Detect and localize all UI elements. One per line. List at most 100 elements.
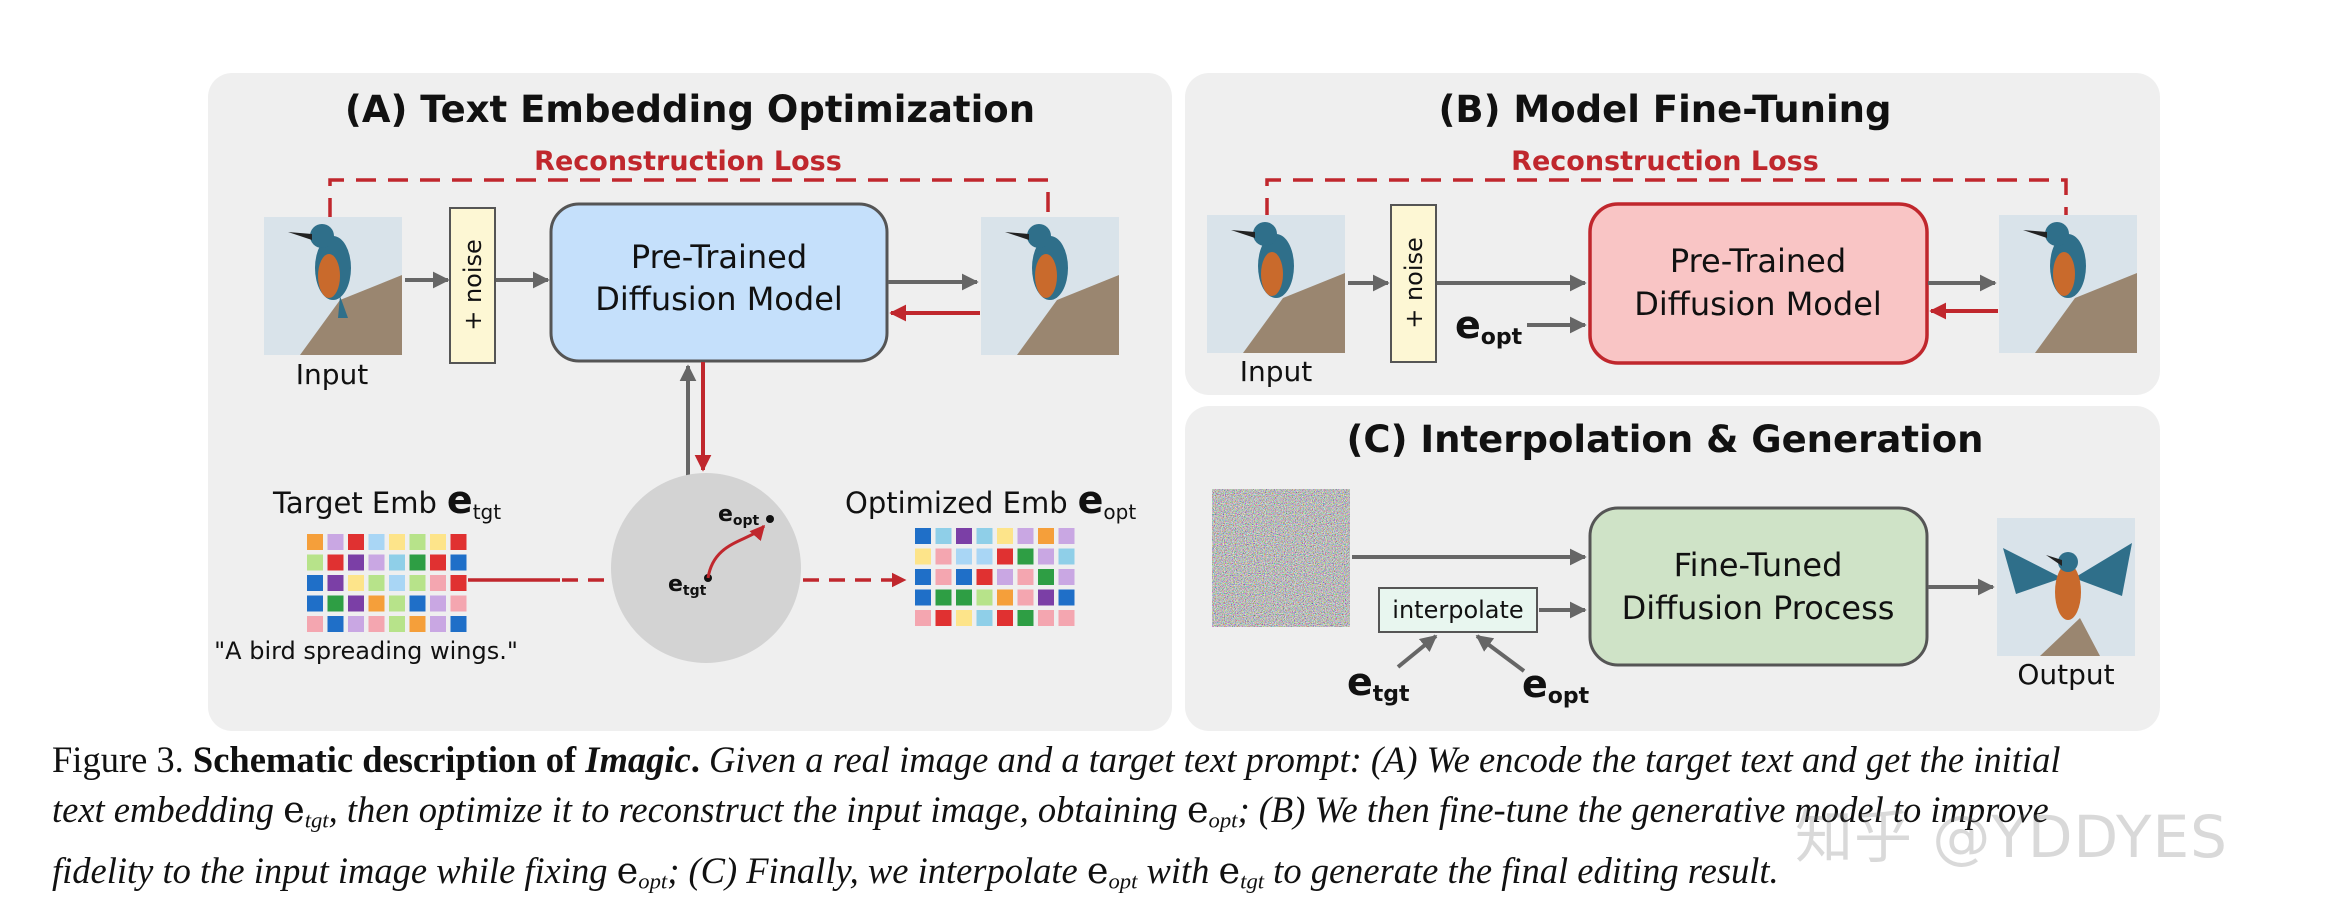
caption-opt-sub: opt xyxy=(1208,807,1238,833)
embedding-cell xyxy=(915,610,931,626)
embedding-cell xyxy=(935,610,952,626)
panel-c-noise-image xyxy=(1212,489,1350,627)
panel-c-output-label: Output xyxy=(2017,658,2114,691)
embedding-cell xyxy=(956,610,972,626)
caption-seg3: , then optimize it to reconstruct the in… xyxy=(328,789,1178,830)
panel-a-e-opt-point xyxy=(766,515,774,523)
caption-seg6: ; (C) Finally, we interpolate xyxy=(667,849,1078,891)
panel-a-output-image xyxy=(981,217,1119,355)
embedding-cell xyxy=(327,595,344,612)
panel-a-model-line2: Diffusion Model xyxy=(595,280,843,318)
embedding-cell xyxy=(327,554,344,571)
panel-a-loss-label: Reconstruction Loss xyxy=(534,146,842,177)
embedding-cell xyxy=(997,528,1013,544)
watermark: 知乎 @YDDYES xyxy=(1795,803,2228,871)
embedding-cell xyxy=(1058,548,1075,565)
panel-b-loss-label: Reconstruction Loss xyxy=(1511,146,1819,177)
embedding-cell xyxy=(368,616,385,632)
embedding-cell xyxy=(976,548,993,565)
embedding-cell xyxy=(348,575,364,591)
panel-a-target-embedding-grid xyxy=(307,534,467,632)
caption-line-2: text embedding etgt, then optimize it to… xyxy=(52,785,2342,846)
panel-b-noise-label: + noise xyxy=(1400,237,1428,329)
embedding-cell xyxy=(1058,528,1075,544)
embedding-cell xyxy=(368,534,385,550)
embedding-cell xyxy=(935,589,952,606)
panel-c-title: (C) Interpolation & Generation xyxy=(1347,418,1984,461)
caption-opt-sub: opt xyxy=(1108,868,1138,894)
panel-a-e-tgt-inline: etgt xyxy=(668,572,707,599)
panel-b-loss-dashed-line xyxy=(1265,178,2068,218)
embedding-cell xyxy=(997,610,1013,626)
caption-e-symbol: e xyxy=(1218,848,1241,892)
embedding-cell xyxy=(389,616,405,632)
embedding-cell xyxy=(956,528,972,544)
embedding-cell xyxy=(368,595,385,612)
caption-e-symbol: e xyxy=(283,788,305,831)
embedding-cell xyxy=(1038,610,1054,626)
embedding-cell xyxy=(956,548,972,565)
embedding-cell xyxy=(389,595,405,612)
caption-line-3: fidelity to the input image while fixing… xyxy=(52,846,2342,907)
panel-b-noise-box xyxy=(1390,204,1437,363)
caption-seg2: text embedding xyxy=(52,789,274,830)
panel-c-model-line2: Diffusion Process xyxy=(1622,589,1895,627)
embedding-cell xyxy=(1058,610,1075,626)
panel-c-arrow-eopt-to-interpolate xyxy=(1475,634,1526,673)
caption-opt-sub: opt xyxy=(638,868,668,894)
embedding-cell xyxy=(1017,610,1034,626)
embedding-cell xyxy=(450,575,467,591)
embedding-cell xyxy=(450,616,467,632)
embedding-cell xyxy=(1058,589,1075,606)
embedding-cell xyxy=(307,534,323,550)
panel-b-model-line1: Pre-Trained xyxy=(1670,242,1846,280)
panel-b-output-image xyxy=(1999,215,2137,353)
embedding-cell xyxy=(430,554,446,571)
embedding-cell xyxy=(409,534,426,550)
embedding-cell xyxy=(389,534,405,550)
embedding-cell xyxy=(327,575,344,591)
caption-line-1: Figure 3. Schematic description of Imagi… xyxy=(52,739,2061,780)
embedding-cell xyxy=(915,589,931,606)
embedding-cell xyxy=(935,548,952,565)
panel-c-output-image xyxy=(1997,518,2135,656)
embedding-cell xyxy=(307,595,323,612)
caption-bold-lead: Schematic description of xyxy=(192,739,577,780)
embedding-cell xyxy=(976,569,993,585)
embedding-cell xyxy=(997,569,1013,585)
embedding-cell xyxy=(976,610,993,626)
caption-e-symbol: e xyxy=(616,848,639,892)
embedding-cell xyxy=(1058,569,1075,585)
embedding-cell xyxy=(409,575,426,591)
embedding-cell xyxy=(915,528,931,544)
embedding-cell xyxy=(997,589,1013,606)
embedding-cell xyxy=(1038,589,1054,606)
embedding-cell xyxy=(368,554,385,571)
figure-caption: Figure 3. Schematic description of Imagi… xyxy=(52,735,2342,906)
embedding-cell xyxy=(1017,589,1034,606)
panel-c-model-line1: Fine-Tuned xyxy=(1674,546,1843,584)
embedding-cell xyxy=(450,534,467,550)
panel-a-e-opt-inline: eopt xyxy=(718,502,760,529)
embedding-cell xyxy=(1038,528,1054,544)
embedding-cell xyxy=(409,554,426,571)
caption-seg7: with xyxy=(1146,849,1210,891)
caption-seg5: fidelity to the input image while fixing xyxy=(52,849,608,891)
embedding-cell xyxy=(348,554,364,571)
caption-figure-label: Figure 3. xyxy=(52,739,184,780)
embedding-cell xyxy=(409,616,426,632)
embedding-cell xyxy=(450,595,467,612)
embedding-cell xyxy=(1038,569,1054,585)
panel-a-model-line1: Pre-Trained xyxy=(631,238,807,276)
embedding-cell xyxy=(389,575,405,591)
embedding-cell xyxy=(956,589,972,606)
imagic-schematic-diagram: (A) Text Embedding Optimization (B) Mode… xyxy=(208,73,2160,731)
panel-a-input-image xyxy=(264,217,402,355)
embedding-cell xyxy=(327,616,344,632)
embedding-cell xyxy=(915,548,931,565)
embedding-cell xyxy=(1017,528,1034,544)
embedding-cell xyxy=(389,554,405,571)
panel-c-arrow-etgt-to-interpolate xyxy=(1396,634,1438,669)
embedding-cell xyxy=(307,575,323,591)
